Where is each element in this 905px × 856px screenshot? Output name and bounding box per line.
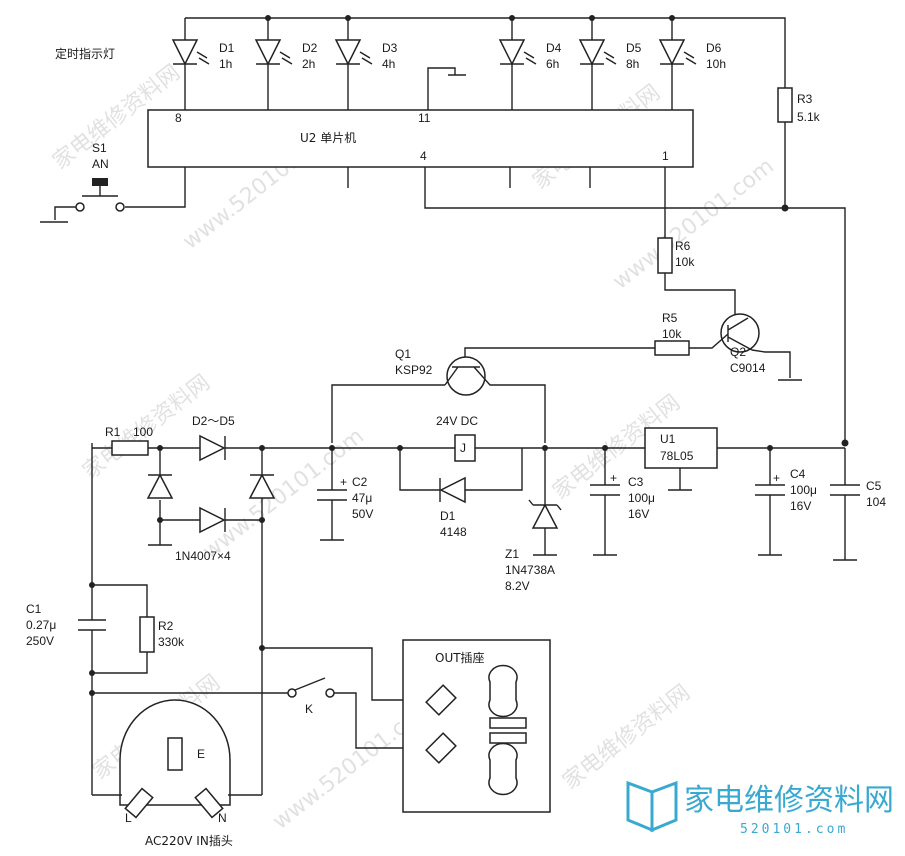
relay-coil <box>454 434 476 462</box>
r1-ref: R1 <box>105 425 121 439</box>
plug-pin-l: L <box>125 811 132 825</box>
out-socket <box>402 639 551 813</box>
led-value: 1h <box>219 57 232 71</box>
c2-voltage: 50V <box>352 507 373 521</box>
u1-value: 78L05 <box>660 449 694 463</box>
r2-ref: R2 <box>158 619 174 633</box>
led-ref: D2 <box>302 41 318 55</box>
logo-text: 家电维修资料网 <box>684 783 894 818</box>
r1-value: 100 <box>133 425 153 439</box>
bridge-ref: D2～D5 <box>192 414 235 428</box>
c3-value: 100μ <box>628 491 655 505</box>
s1-ref: S1 <box>92 141 107 155</box>
led-value: 6h <box>546 57 559 71</box>
watermark-url: www.520101.com <box>198 424 369 565</box>
c4-voltage: 16V <box>790 499 811 513</box>
d1-value: 4148 <box>440 525 467 539</box>
led-value: 4h <box>382 57 395 71</box>
r5-ref: R5 <box>662 311 678 325</box>
resistor-r2 <box>139 616 155 653</box>
r5-value: 10k <box>662 327 682 341</box>
r3-ref: R3 <box>797 92 813 106</box>
transistor-q2 <box>720 313 760 353</box>
c1-voltage: 250V <box>26 634 54 648</box>
c5-value: 104 <box>866 495 886 509</box>
resistor-r5 <box>654 340 690 356</box>
c4-plus: + <box>773 471 780 485</box>
pushbutton-s1 <box>92 178 108 186</box>
indicator-label: 定时指示灯 <box>55 46 115 61</box>
z1-voltage: 8.2V <box>505 579 530 593</box>
resistor-r1 <box>111 440 149 456</box>
c2-plus: + <box>340 475 347 489</box>
regulator-u1 <box>644 427 718 469</box>
resistor-r6 <box>657 237 673 274</box>
mcu-pin4: 4 <box>420 149 427 163</box>
resistor-r3 <box>777 87 793 123</box>
c3-plus: + <box>610 471 617 485</box>
led-ref: D6 <box>706 41 722 55</box>
c2-ref: C2 <box>352 475 368 489</box>
mcu-u2 <box>147 109 694 168</box>
led-ref: D5 <box>626 41 642 55</box>
r2-value: 330k <box>158 635 185 649</box>
plug-pin-n: N <box>218 811 227 825</box>
r6-value: 10k <box>675 255 695 269</box>
mcu-pin11: 11 <box>418 111 431 125</box>
r6-ref: R6 <box>675 239 691 253</box>
plug-pin-e: E <box>197 747 205 761</box>
mcu-pin1: 1 <box>662 149 669 163</box>
mcu-pin8: 8 <box>175 111 182 125</box>
watermark-site: 家电维修资料网 <box>558 680 695 795</box>
led-value: 10h <box>706 57 726 71</box>
c5-ref: C5 <box>866 479 882 493</box>
transistor-q1 <box>446 356 486 396</box>
relay-value: 24V DC <box>436 414 478 428</box>
relay-contact-ref: K <box>305 702 313 716</box>
r3-value: 5.1k <box>797 110 821 124</box>
z1-value: 1N4738A <box>505 563 555 577</box>
u1-ref: U1 <box>660 432 676 446</box>
c4-ref: C4 <box>790 467 806 481</box>
logo-url: 520101.com <box>740 822 848 837</box>
c1-value: 0.27μ <box>26 618 56 632</box>
s1-value: AN <box>92 157 109 171</box>
q2-ref: Q2 <box>730 345 746 359</box>
bridge-rectifier <box>146 434 276 546</box>
led-ref: D3 <box>382 41 398 55</box>
led-ref: D1 <box>219 41 235 55</box>
q1-ref: Q1 <box>395 347 411 361</box>
c3-ref: C3 <box>628 475 644 489</box>
plug-label: AC220V IN插头 <box>145 834 233 848</box>
relay-coil-label: J <box>460 441 466 455</box>
mcu-name: U2 单片机 <box>300 131 356 145</box>
c4-value: 100μ <box>790 483 817 497</box>
z1-ref: Z1 <box>505 547 519 561</box>
q2-value: C9014 <box>730 361 766 375</box>
led-ref: D4 <box>546 41 562 55</box>
watermark-url: www.520101.com <box>608 154 779 295</box>
led-value: 8h <box>626 57 639 71</box>
q1-value: KSP92 <box>395 363 433 377</box>
c2-value: 47μ <box>352 491 372 505</box>
c3-voltage: 16V <box>628 507 649 521</box>
led-supply-bus <box>185 17 786 88</box>
d1-ref: D1 <box>440 509 456 523</box>
site-logo: 家电维修资料网 520101.com <box>626 780 894 837</box>
bridge-value: 1N4007×4 <box>175 549 231 563</box>
c1-ref: C1 <box>26 602 42 616</box>
led-value: 2h <box>302 57 315 71</box>
out-socket-label: OUT插座 <box>435 650 485 665</box>
